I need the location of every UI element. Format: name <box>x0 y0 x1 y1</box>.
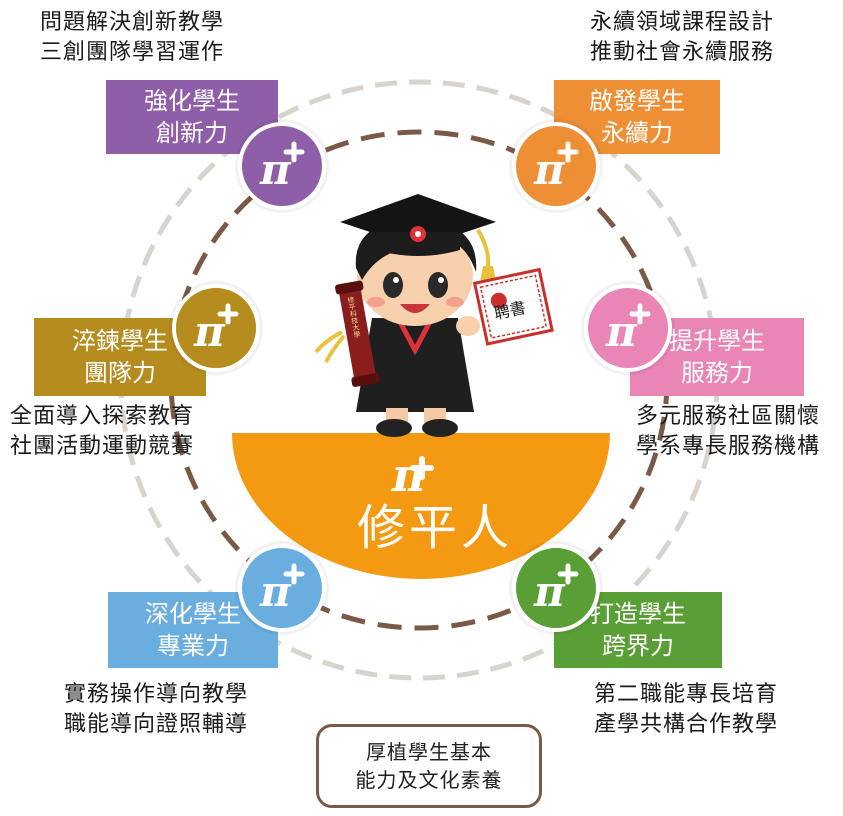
creativity-desc-line-2: 三創團隊學習運作 <box>40 40 225 65</box>
crossdomain-pi-plus-icon: π <box>512 544 600 632</box>
sustainability-title-line-1: 啟發學生 <box>589 87 685 115</box>
core-competency-box: 厚植學生基本 能力及文化素養 <box>316 724 542 808</box>
sustainability-title-line-2: 永續力 <box>601 119 673 147</box>
node-crossdomain-description: 第二職能專長培育 產學共構合作教學 <box>594 680 778 740</box>
creativity-title-line-2: 創新力 <box>156 119 228 147</box>
teamwork-desc-line-2: 社團活動運動競賽 <box>10 434 195 459</box>
center-name: 修平人 <box>357 500 514 556</box>
professional-pi-plus-icon: π <box>238 544 326 632</box>
creativity-title-line-1: 強化學生 <box>144 87 240 115</box>
professional-title-line-2: 專業力 <box>157 632 229 660</box>
professional-desc-line-1: 實務操作導向教學 <box>64 682 249 707</box>
sustainability-desc-line-2: 推動社會永續服務 <box>590 40 775 65</box>
node-professional-description: 實務操作導向教學 職能導向證照輔導 <box>64 680 248 740</box>
crossdomain-title-line-1: 打造學生 <box>590 600 686 628</box>
core-competency-line-2: 能力及文化素養 <box>355 768 503 792</box>
service-desc-line-1: 多元服務社區關懷 <box>636 404 821 429</box>
sustainability-pi-plus-icon: π <box>512 122 600 210</box>
core-competency-line-1: 厚植學生基本 <box>366 740 492 764</box>
service-title-line-1: 提升學生 <box>669 327 765 355</box>
crossdomain-desc-line-1: 第二職能專長培育 <box>594 682 779 707</box>
node-creativity-description: 問題解決創新教學 三創團隊學習運作 <box>40 8 224 68</box>
crossdomain-desc-line-2: 產學共構合作教學 <box>594 712 779 737</box>
creativity-desc-line-1: 問題解決創新教學 <box>40 10 225 35</box>
sustainability-desc-line-1: 永續領域課程設計 <box>590 10 775 35</box>
center-semicircle <box>232 433 610 579</box>
teamwork-pi-plus-icon: π <box>172 284 260 372</box>
node-teamwork-description: 全面導入探索教育 社團活動運動競賽 <box>10 402 194 462</box>
crossdomain-title-line-2: 跨界力 <box>602 632 674 660</box>
professional-title-line-1: 深化學生 <box>145 600 241 628</box>
professional-desc-line-2: 職能導向證照輔導 <box>64 712 249 737</box>
creativity-pi-plus-icon: π <box>238 122 326 210</box>
node-service-description: 多元服務社區關懷 學系專長服務機構 <box>636 402 820 462</box>
center-pi-plus-icon: π <box>391 448 434 502</box>
service-desc-line-2: 學系專長服務機構 <box>636 434 821 459</box>
node-sustainability-description: 永續領域課程設計 推動社會永續服務 <box>590 8 774 68</box>
service-title-line-2: 服務力 <box>681 359 753 387</box>
teamwork-title-line-2: 團隊力 <box>84 359 156 387</box>
teamwork-desc-line-1: 全面導入探索教育 <box>10 404 195 429</box>
teamwork-title-line-1: 淬鍊學生 <box>72 327 168 355</box>
service-pi-plus-icon: π <box>584 284 672 372</box>
